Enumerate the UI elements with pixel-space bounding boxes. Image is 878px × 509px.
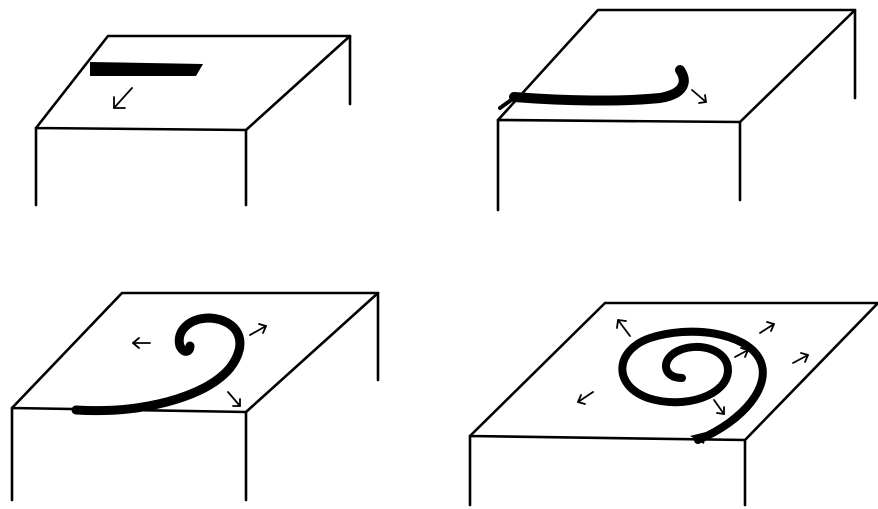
outward-arrow-icon	[760, 322, 774, 333]
outward-arrow-icon	[735, 348, 748, 357]
outward-arrow-icon	[692, 90, 706, 103]
outward-arrow-icon	[133, 338, 150, 348]
panel-stage-1	[36, 36, 350, 205]
outward-arrow-icon	[250, 324, 266, 335]
vortex-band-icon	[90, 62, 203, 76]
block-outline-icon	[36, 36, 350, 205]
block-outline-icon	[498, 10, 855, 210]
outward-arrow-icon	[617, 320, 630, 336]
outward-arrow-icon	[114, 88, 132, 108]
spiral-vortex-icon	[76, 318, 240, 411]
outward-arrow-icon	[714, 400, 724, 414]
outward-arrow-icon	[578, 392, 593, 404]
outward-arrow-icon	[228, 392, 240, 406]
panel-stage-2	[498, 10, 855, 210]
panel-stage-3	[12, 293, 378, 500]
outward-arrow-icon	[793, 353, 808, 363]
panel-stage-4	[470, 303, 878, 505]
